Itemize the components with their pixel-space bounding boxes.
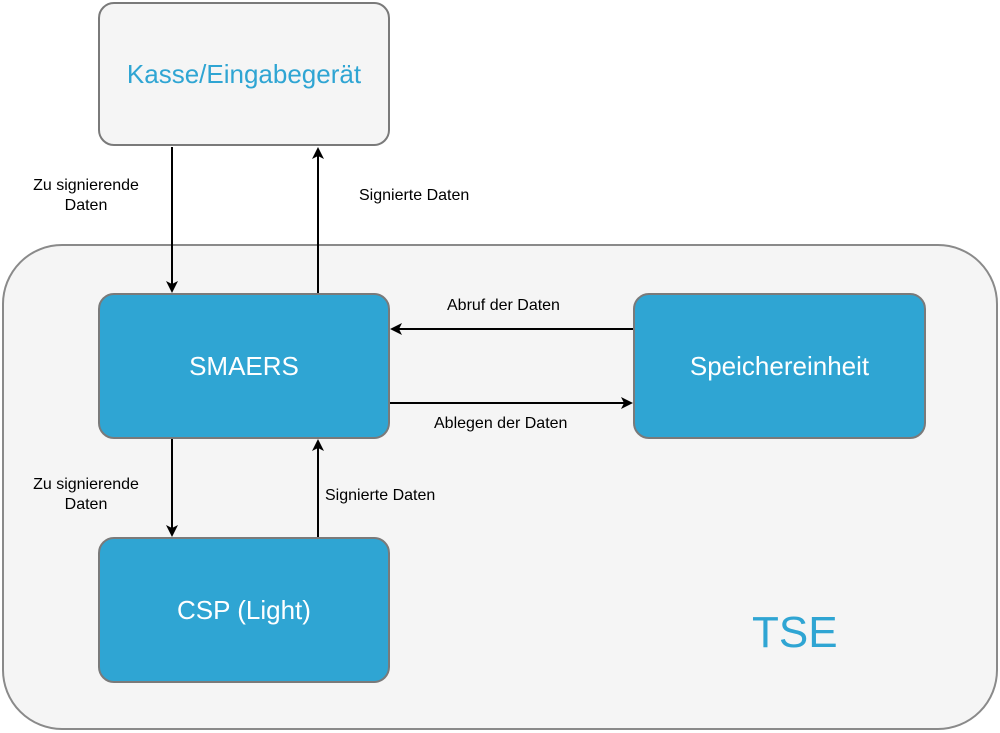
- edge-label-smaers-to-csp: Zu signierende Daten: [33, 476, 139, 513]
- edge-label-speicher-to-smaers: Abruf der Daten: [447, 297, 560, 314]
- node-kasse[interactable]: Kasse/Eingabegerät: [98, 2, 390, 146]
- edge-label-smaers-to-kasse: Signierte Daten: [359, 187, 470, 204]
- edge-label-kasse-to-smaers: Zu signierende Daten: [33, 177, 139, 214]
- edge-label-csp-to-smaers: Signierte Daten: [325, 487, 436, 504]
- node-speicher-label: Speichereinheit: [689, 350, 870, 381]
- node-kasse-label: Kasse/Eingabegerät: [126, 58, 362, 89]
- tse-label: TSE: [752, 608, 838, 657]
- node-smaers[interactable]: SMAERS: [98, 293, 390, 439]
- node-csp[interactable]: CSP (Light): [98, 537, 390, 683]
- node-smaers-label: SMAERS: [189, 350, 299, 381]
- node-csp-label: CSP (Light): [177, 594, 311, 625]
- node-speicher[interactable]: Speichereinheit: [633, 293, 926, 439]
- edge-label-smaers-to-speicher: Ablegen der Daten: [434, 415, 568, 432]
